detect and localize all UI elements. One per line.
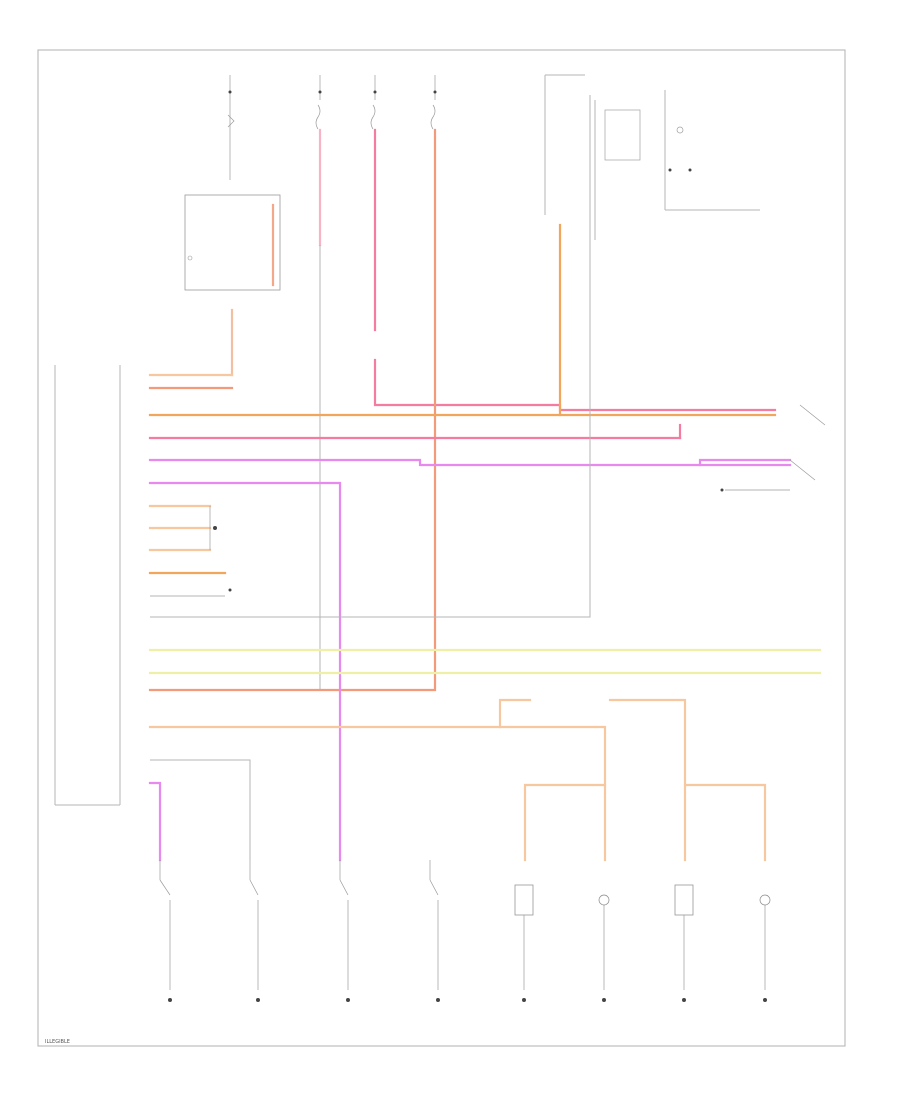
wire-peach-top bbox=[608, 698, 687, 862]
splice-group bbox=[148, 504, 217, 552]
wire-orange-horizontal bbox=[148, 223, 562, 417]
bottom-lamps bbox=[514, 884, 771, 1002]
instrument-cluster bbox=[54, 365, 121, 806]
wire-red-fuse4 bbox=[148, 128, 437, 692]
top-power-feeds bbox=[227, 75, 437, 180]
headlamp-switch-block bbox=[544, 74, 760, 240]
wire-magenta-door bbox=[148, 458, 792, 467]
right-switches bbox=[720, 404, 826, 492]
wire-peach-lamp1 bbox=[498, 725, 607, 862]
diagram-frame bbox=[37, 49, 846, 1047]
wire-magenta-vertical bbox=[148, 481, 342, 862]
wire-peach-lamp3 bbox=[683, 783, 767, 862]
relay-module bbox=[184, 194, 281, 291]
wire-magenta-lower bbox=[148, 781, 162, 862]
wire-peach-lamp2 bbox=[523, 783, 607, 862]
wire-grey-fuse2 bbox=[270, 245, 321, 691]
wire-peach-1 bbox=[148, 698, 532, 729]
footer-code: ILLEGIBLE bbox=[45, 1039, 70, 1045]
bottom-door-switches bbox=[159, 860, 440, 1002]
